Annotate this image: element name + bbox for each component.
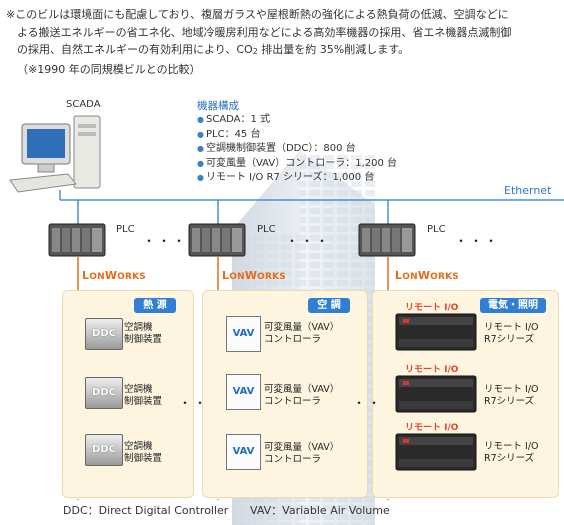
vav-label: 可変風量（VAV） コントローラ [264,384,340,407]
vav-label: 可変風量（VAV） コントローラ [264,322,340,345]
ddc-device: DDC [85,434,123,466]
note-line-1: ※このビルは環境面にも配慮しており、複層ガラスや屋根断熱の強化による熱負荷の低減… [6,8,509,21]
scada-computer-icon [9,115,101,193]
ddc-device: DDC [85,377,123,409]
remote-io-device-icon [395,433,477,471]
ddc-label: 空調機 制御装置 [124,441,163,464]
ddc-device: DDC [85,318,123,350]
vav-device: VAV [226,434,261,470]
config-item: 可変風量（VAV）コントローラ：1,200 台 [197,157,397,172]
plc-icon [48,223,106,257]
config-item: リモート I/O R7 シリーズ：1,000 台 [197,171,397,186]
config-title: 機器構成 [197,100,239,112]
config-item: PLC：45 台 [197,128,397,143]
note-line-3: の採用、自然エネルギーの有効利用により、CO2 排出量を約 35%削減します。 [6,41,558,61]
ellipsis-2: ・・・ [286,234,332,248]
vav-device: VAV [226,316,261,352]
note-line-4: （※1990 年の同規模ビルとの比較） [17,62,201,76]
ddc-label: 空調機 制御装置 [124,384,163,407]
remote-io-title: リモート I/O [405,423,459,433]
remote-io-title: リモート I/O [405,303,459,313]
plc-label-1: PLC [116,224,135,235]
config-item: SCADA：1 式 [197,113,397,128]
note-line-2: よる搬送エネルギーの省エネ化、地域冷暖房利用などによる高効率機器の採用、省エネ機… [17,25,512,39]
scada-label: SCADA [66,99,101,110]
vav-device: VAV [226,374,261,410]
footer-vav-definition: VAV：Variable Air Volume [250,504,390,517]
aircon-badge: 空 調 [308,298,350,313]
plc-label-2: PLC [257,224,276,235]
ellipsis-between-panels-2: ・・ [353,396,384,410]
plc-icon [188,223,246,257]
co2-subscript: 2 [252,47,258,56]
lonworks-label-1: LONWORKS [82,269,146,282]
electric-lighting-badge: 電気・照明 [480,298,546,313]
note-line-3a: の採用、自然エネルギーの有効利用により、CO [17,43,253,56]
heat-source-badge: 熱 源 [134,298,176,313]
remote-io-label: リモート I/O R7シリーズ [484,322,539,345]
ddc-label: 空調機 制御装置 [124,322,163,345]
remote-io-device-icon [395,375,477,413]
ellipsis-between-panels-1: ・・ [179,396,210,410]
ethernet-label: Ethernet [504,184,552,197]
remote-io-label: リモート I/O R7シリーズ [484,384,539,407]
note-line-3b: 排出量を約 35%削減します。 [257,43,410,56]
ellipsis-3: ・・・ [455,234,501,248]
lonworks-label-2: LONWORKS [222,269,286,282]
environment-note: ※このビルは環境面にも配慮しており、複層ガラスや屋根断熱の強化による熱負荷の低減… [6,6,558,78]
plc-label-3: PLC [427,224,446,235]
footer-ddc-definition: DDC：Direct Digital Controller [63,504,229,517]
config-list: SCADA：1 式 PLC：45 台 空調機制御装置（DDC）：800 台 可変… [197,113,397,186]
ellipsis-1: ・・・ [143,234,189,248]
lonworks-label-3: LONWORKS [395,269,459,282]
plc-icon [358,223,416,257]
remote-io-title: リモート I/O [405,365,459,375]
vav-label: 可変風量（VAV） コントローラ [264,442,340,465]
config-item: 空調機制御装置（DDC）：800 台 [197,142,397,157]
heat-source-panel [62,290,194,498]
remote-io-label: リモート I/O R7シリーズ [484,441,539,464]
remote-io-device-icon [395,313,477,351]
